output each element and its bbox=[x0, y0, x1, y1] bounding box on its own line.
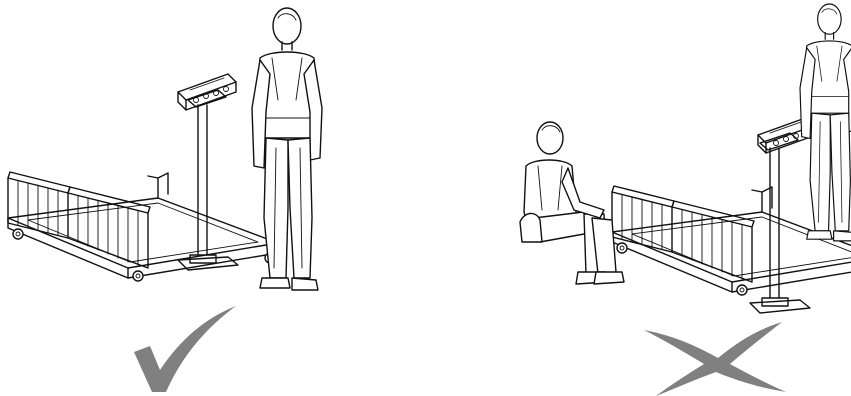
cross-icon bbox=[644, 322, 786, 396]
scale-pole bbox=[178, 90, 238, 270]
standing-person bbox=[800, 4, 851, 241]
incorrect-usage-panel bbox=[520, 4, 851, 313]
checkmark-icon bbox=[134, 306, 236, 392]
scale-pole bbox=[750, 133, 810, 313]
seated-person bbox=[520, 122, 624, 284]
standing-person bbox=[252, 8, 322, 290]
correct-usage-panel bbox=[8, 8, 322, 290]
